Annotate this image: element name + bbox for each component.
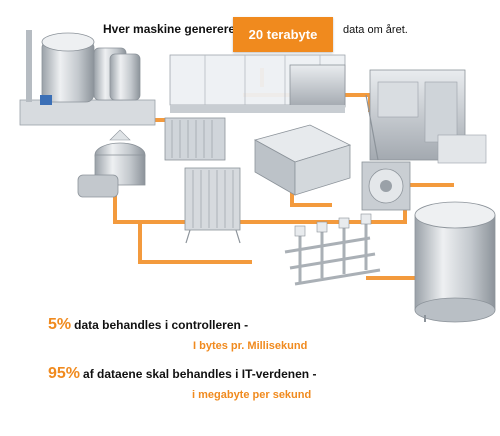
homogenizer-machine (253, 124, 352, 196)
stat-it: 95%af dataene skal behandles i IT-verden… (48, 365, 316, 383)
stat-it-percent: 95% (48, 365, 81, 382)
stat-it-detail: i megabyte per sekund (192, 389, 312, 401)
valve-heads (294, 213, 372, 237)
centrifuge-separator (77, 129, 146, 198)
stat-controller-text: data behandles i controlleren - (74, 318, 249, 332)
rotary-valve-unit (361, 161, 411, 211)
plate-heat-exchanger (164, 117, 226, 161)
stat-it-text: af dataene skal behandles i IT-verdenen … (83, 367, 317, 381)
stat-controller-detail: I bytes pr. Millisekund (193, 340, 308, 352)
valve-manifold (284, 224, 381, 286)
silo-tank-cluster (19, 30, 156, 126)
header-right-text: data om året. (343, 24, 408, 36)
data-volume-badge: 20 terabyte (233, 17, 333, 52)
pasteurizer-exchanger (184, 167, 241, 244)
storage-tank (414, 201, 496, 323)
stat-controller-percent: 5% (48, 316, 72, 333)
stat-controller: 5%data behandles i controlleren - (48, 316, 248, 334)
packaging-machine (365, 69, 487, 164)
header-left-text: Hver maskine genererer (103, 22, 240, 36)
filling-line-machine (169, 54, 346, 113)
